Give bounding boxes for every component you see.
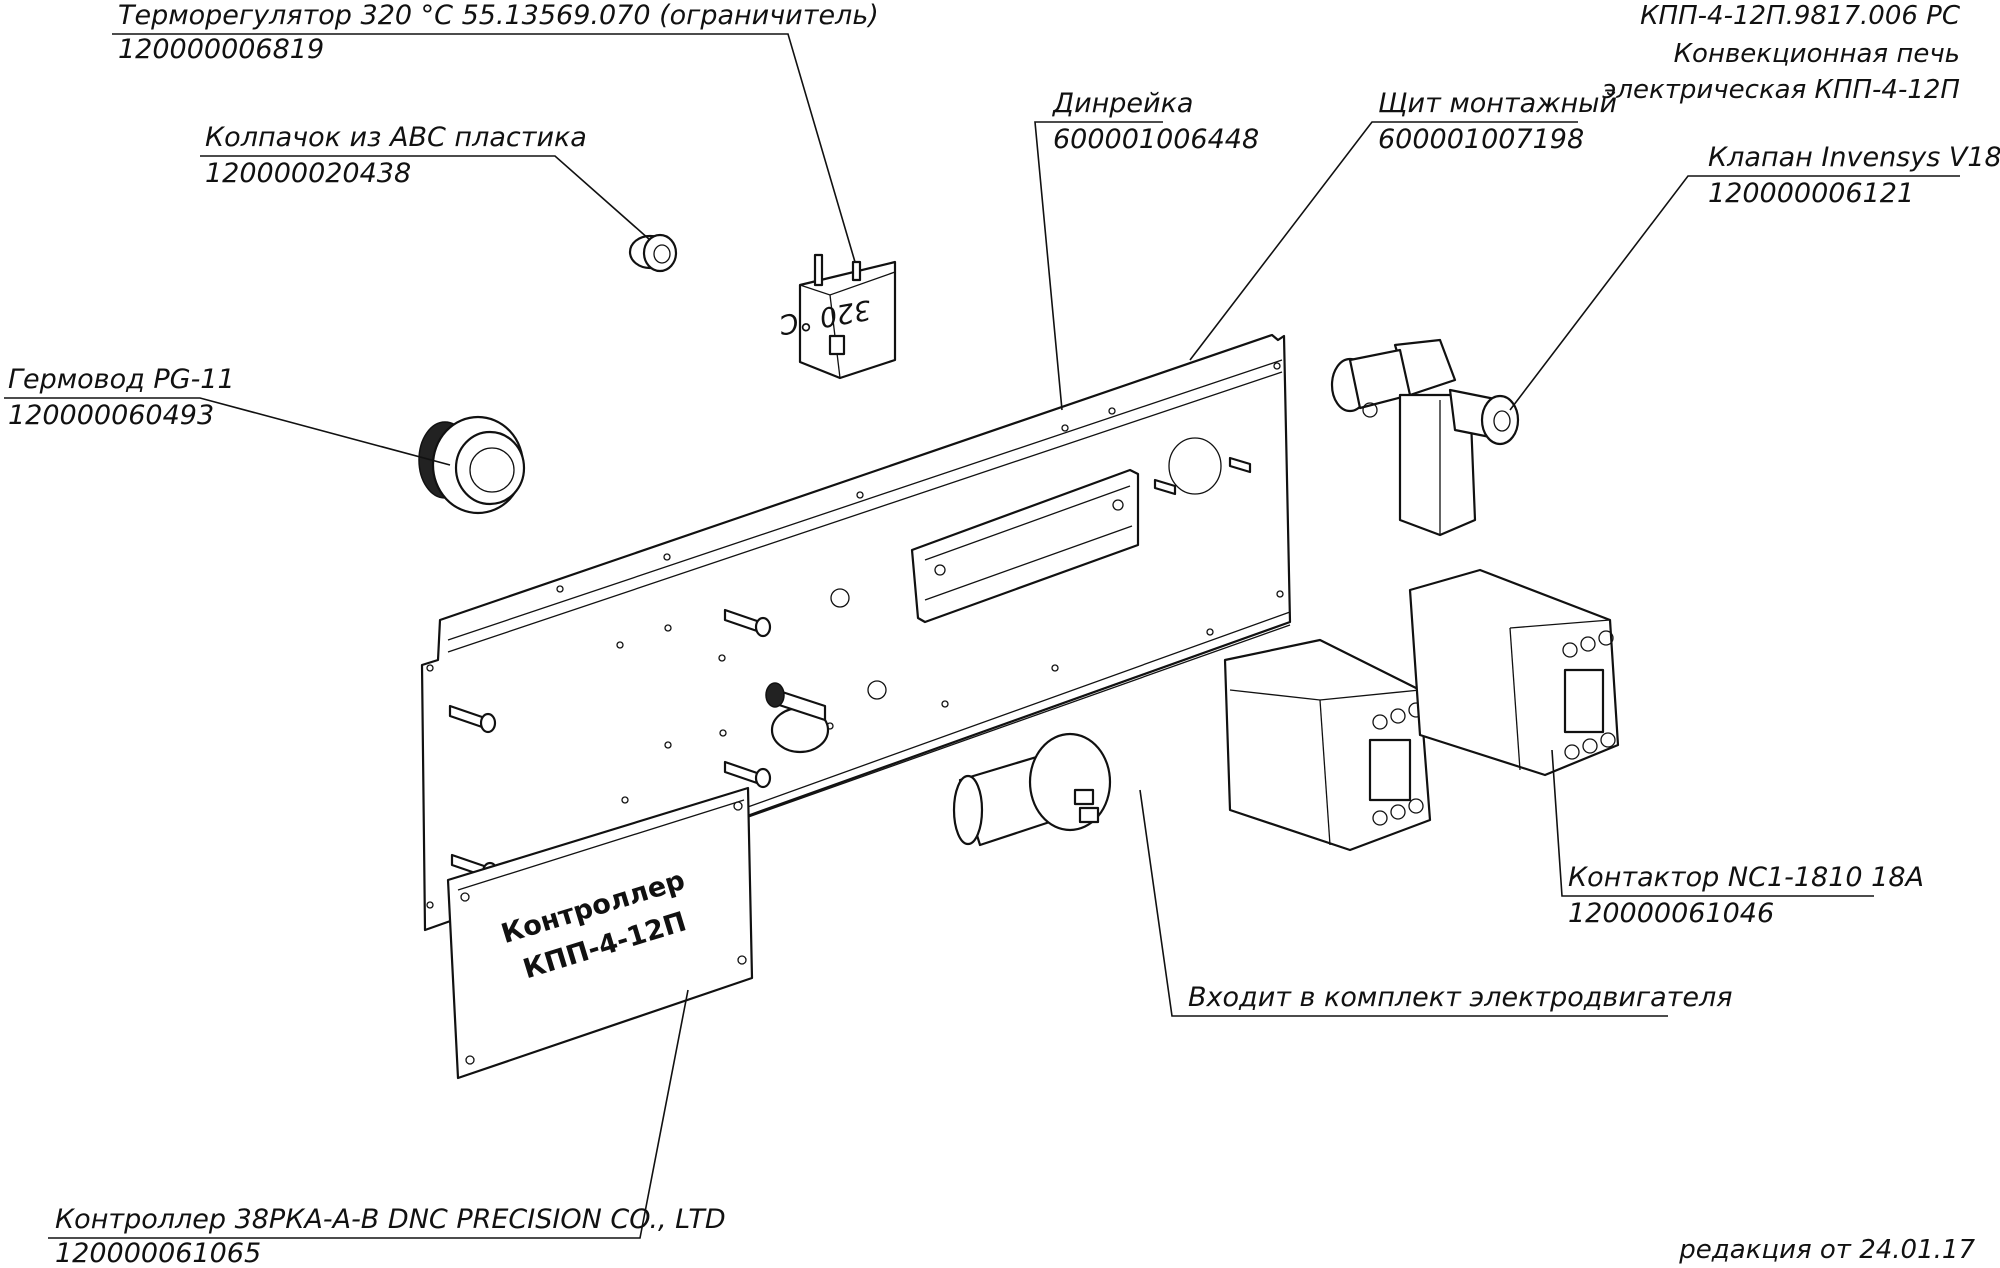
valve: [1330, 338, 1520, 537]
revision-note: редакция от 24.01.17: [1678, 1235, 1975, 1265]
callout-din-rail: Динрейка 600001006448: [1034, 88, 1259, 411]
panel-knob: [765, 682, 830, 754]
callout-code: 120000061065: [55, 1238, 261, 1268]
callout-name: Динрейка: [1052, 88, 1193, 119]
cable-gland: [418, 415, 526, 515]
callout-code: 120000061046: [1568, 898, 1774, 929]
callout-name: Колпачок из АВС пластика: [205, 122, 587, 153]
capacitor: [952, 732, 1112, 847]
callout-name: Терморегулятор 320 °С 55.13569.070 (огра…: [118, 0, 879, 31]
callout-code: 120000006819: [118, 34, 324, 65]
controller-plate: Контроллер КПП-4-12П: [446, 786, 754, 1080]
title-line-3: электрическая КПП-4-12П: [1602, 75, 1960, 105]
callout-name: Входит в комплект электродвигателя: [1188, 982, 1732, 1013]
title-line-1: КПП-4-12П.9817.006 РС: [1640, 1, 1961, 31]
thermoregulator: 320 °C: [777, 253, 897, 380]
mounting-panel: [420, 333, 1292, 932]
din-rail: [910, 468, 1140, 624]
callout-name: Щит монтажный: [1378, 88, 1617, 119]
callout-name: Контактор NC1-1810 18A: [1568, 862, 1924, 893]
callout-contactor: Контактор NC1-1810 18A 120000061046: [1551, 749, 1924, 929]
title-block: КПП-4-12П.9817.006 РС Конвекционная печь…: [1602, 1, 1961, 105]
callout-controller: Контроллер 38РКА-А-В DNC PRECISION CO., …: [48, 989, 726, 1268]
callout-code: 120000006121: [1708, 178, 1914, 209]
callout-name: Клапан Invensys V18 QC: [1708, 142, 2000, 173]
title-line-2: Конвекционная печь: [1674, 39, 1960, 69]
callout-code: 600001007198: [1378, 124, 1584, 155]
callout-cap: Колпачок из АВС пластика 120000020438: [200, 122, 651, 241]
callout-gland: Гермовод PG-11 120000060493: [4, 364, 451, 466]
callout-panel: Щит монтажный 600001007198: [1189, 88, 1617, 361]
callout-code: 120000020438: [205, 158, 411, 189]
contactor-front: [1223, 638, 1432, 852]
contactor-back: [1408, 568, 1620, 777]
callout-name: Контроллер 38РКА-А-В DNC PRECISION CO., …: [55, 1204, 726, 1235]
callout-name: Гермовод PG-11: [8, 364, 235, 395]
callout-valve: Клапан Invensys V18 QC 120000006121: [1509, 142, 2000, 411]
callout-motor-kit: Входит в комплект электродвигателя: [1139, 789, 1732, 1017]
callout-code: 120000060493: [8, 400, 214, 431]
cap: [628, 233, 678, 273]
callout-thermoregulator: Терморегулятор 320 °С 55.13569.070 (огра…: [112, 0, 879, 263]
callout-code: 600001006448: [1053, 124, 1259, 155]
